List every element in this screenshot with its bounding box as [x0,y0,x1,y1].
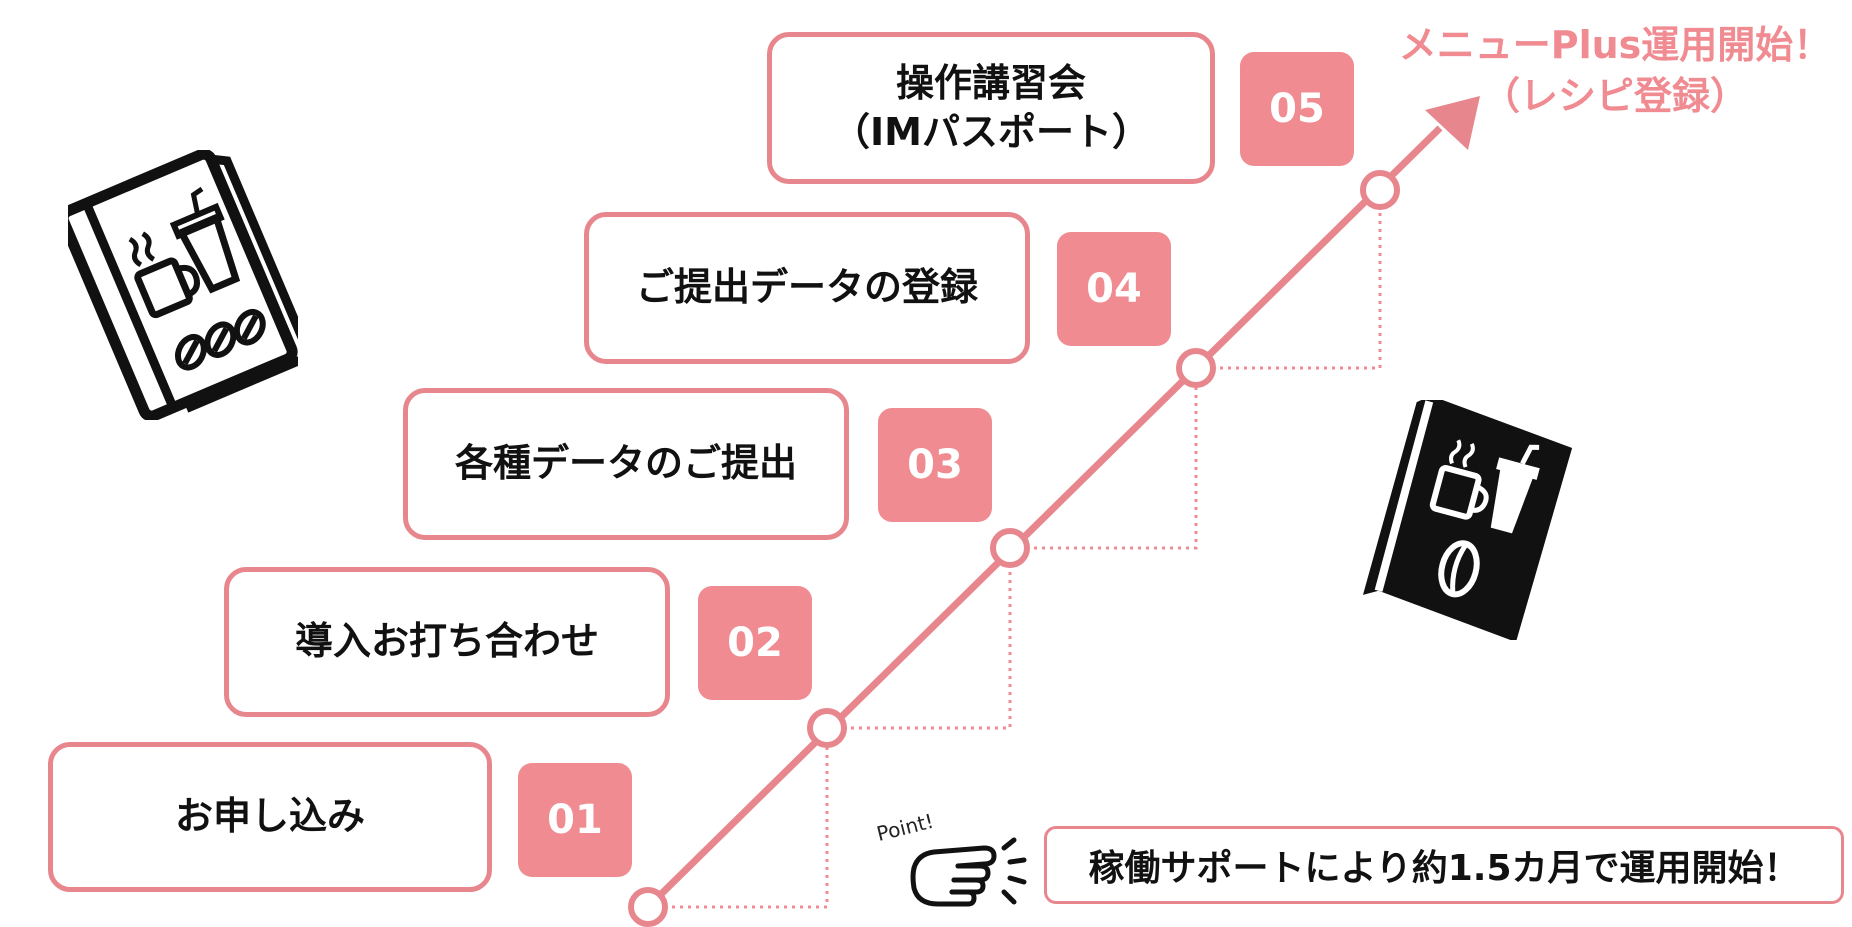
step-label-4: ご提出データの登録 [635,265,978,310]
step-node-4 [1176,348,1216,388]
step-box-4: ご提出データの登録 [584,212,1030,364]
step-box-3: 各種データのご提出 [403,388,849,540]
step-node-1 [628,887,668,927]
progress-arrow-line [645,125,1443,910]
step-label-1: お申し込み [174,794,365,839]
step-guide-3 [1010,368,1198,550]
menu-book-outline-icon [68,150,298,420]
menu-book-filled-icon [1362,400,1573,640]
step-node-3 [990,528,1030,568]
step-guide-1 [648,728,829,909]
step-node-2 [807,708,847,748]
step-label-5-line1: 操作講習会 [895,60,1086,105]
step-node-5 [1360,170,1400,210]
point-message-box: 稼働サポートにより約1.5カ月で運用開始！ [1044,826,1844,904]
step-label-5-line2: （IMパスポート） [832,110,1150,154]
step-number-4: 04 [1086,266,1142,312]
step-number-3: 03 [907,442,963,488]
pointing-hand-icon [910,837,1027,907]
step-guide-4 [1196,190,1382,370]
goal-line-1: メニューPlus運用開始！ [1398,23,1832,67]
step-label-2: 導入お打ち合わせ [294,619,599,664]
step-box-1: お申し込み [48,742,492,892]
step-number-2: 02 [727,620,783,666]
step-label-3: 各種データのご提出 [454,441,797,486]
step-box-5: 操作講習会 （IMパスポート） [767,32,1215,184]
step-number-1: 01 [547,797,603,843]
point-message: 稼働サポートにより約1.5カ月で運用開始！ [1088,848,1800,889]
step-badge-4: 04 [1057,232,1171,346]
step-number-5: 05 [1269,86,1325,132]
step-box-2: 導入お打ち合わせ [224,567,670,717]
step-badge-1: 01 [518,763,632,877]
step-badge-2: 02 [698,586,812,700]
progress-arrow-head [1425,96,1480,150]
step-badge-3: 03 [878,408,992,522]
goal-text: メニューPlus運用開始！ （レシピ登録） [1380,20,1850,123]
goal-line-2: （レシピ登録） [1481,74,1748,119]
step-badge-5: 05 [1240,52,1354,166]
